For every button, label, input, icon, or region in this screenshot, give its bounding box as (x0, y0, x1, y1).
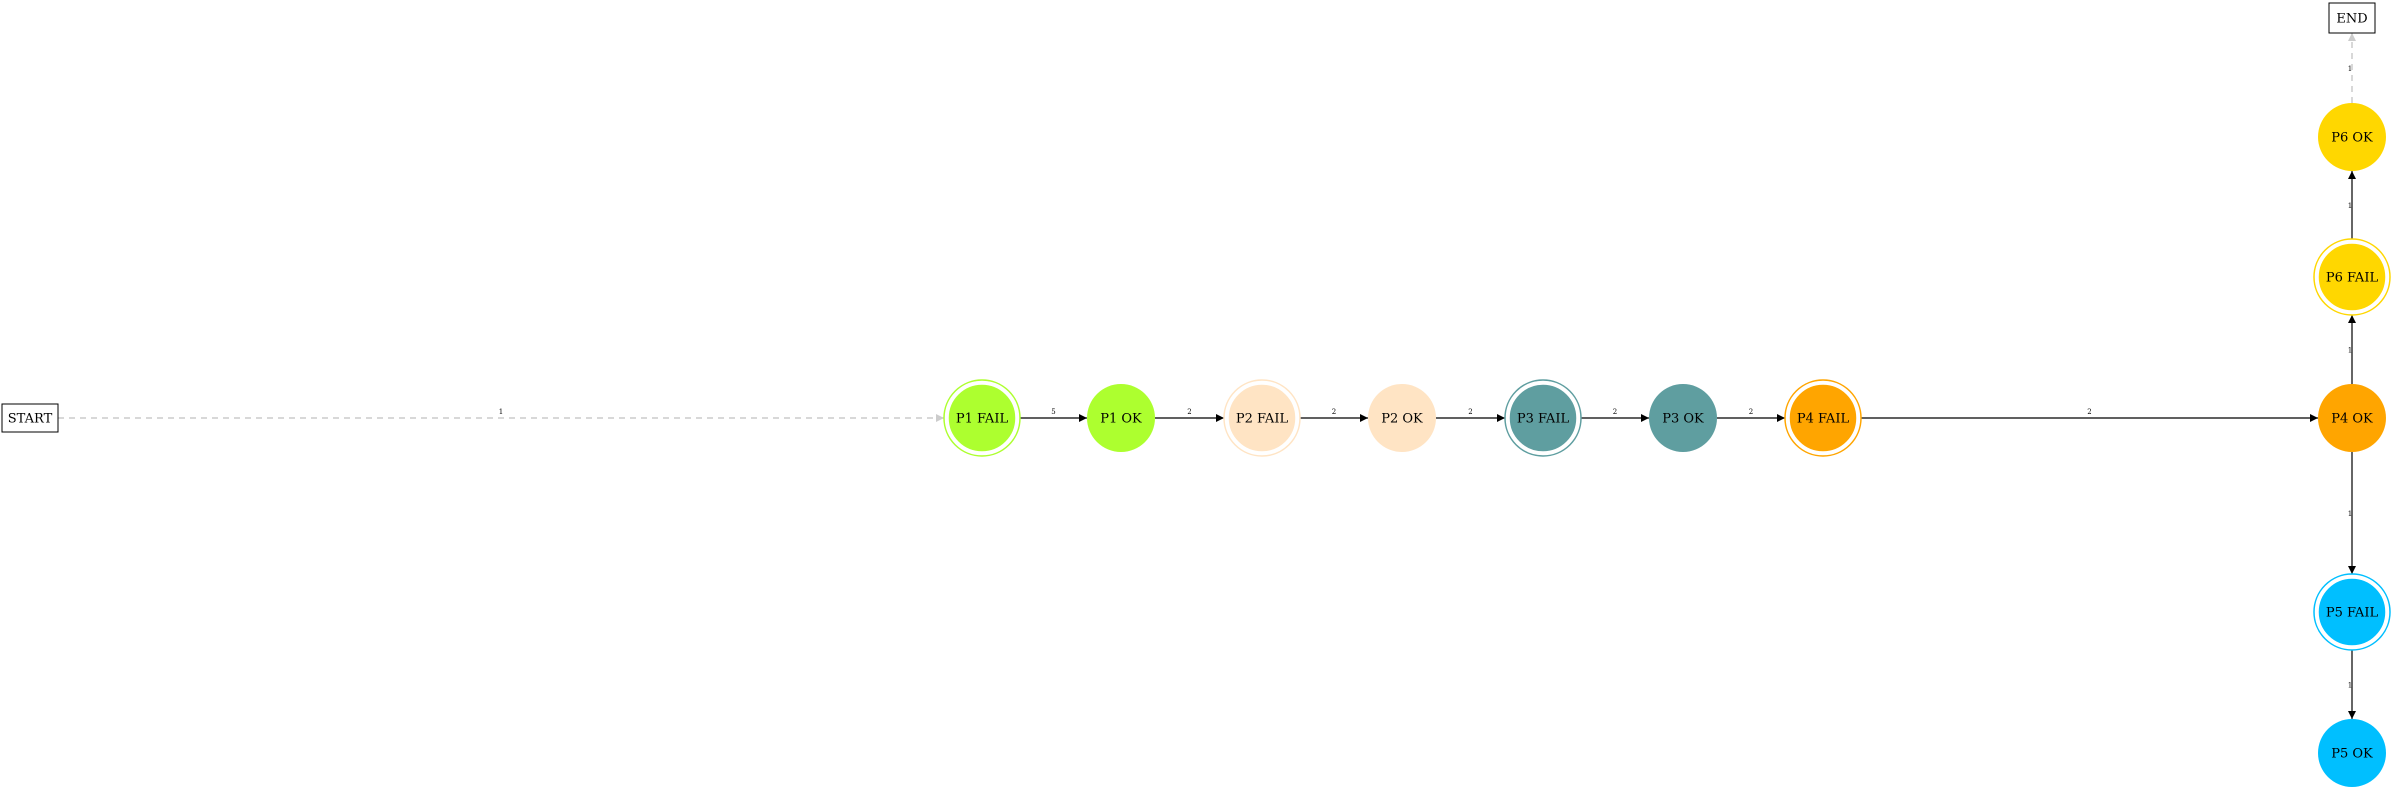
start-label: START (8, 412, 53, 427)
edge-weight-label: 2 (1187, 408, 1191, 416)
edge-p6fail-p6ok: 1 (2348, 171, 2356, 239)
start-box-frame (1, 403, 59, 433)
node-label: P2 OK (1381, 412, 1423, 427)
node-label: P5 OK (2331, 747, 2373, 762)
edge-weight-label: 1 (2348, 347, 2352, 355)
node-p5fail: P5 FAIL (2313, 573, 2391, 651)
edge-p1fail-p1ok: 5 (1020, 408, 1087, 422)
edge-weight-label: 2 (2087, 408, 2091, 416)
edge-weight-label: 2 (1613, 408, 1617, 416)
edge-weight-label: 1 (2348, 510, 2352, 518)
node-circle (1368, 384, 1436, 452)
node-label: P6 FAIL (2326, 271, 2379, 286)
node-circle (2317, 242, 2387, 312)
node-outer-ring (943, 379, 1021, 457)
node-label: P3 OK (1662, 412, 1704, 427)
edge-p5fail-p5ok: 1 (2348, 650, 2356, 719)
node-circle (1087, 384, 1155, 452)
end-box-frame (2328, 2, 2376, 34)
node-outer-ring (1504, 379, 1582, 457)
node-p3fail: P3 FAIL (1504, 379, 1582, 457)
node-p6ok: P6 OK (2318, 103, 2386, 171)
edge-p3fail-p3ok: 2 (1581, 408, 1649, 422)
edge-p2fail-p2ok: 2 (1300, 408, 1368, 422)
node-circle (1227, 383, 1297, 453)
node-outer-ring (1223, 379, 1301, 457)
edge-weight-label: 1 (2348, 65, 2352, 73)
edge-weight-label: 1 (499, 408, 503, 416)
edge-weight-label: 2 (1468, 408, 1472, 416)
node-p5ok: P5 OK (2318, 719, 2386, 787)
edge-p6ok-end: 1 (2348, 33, 2356, 103)
node-p2fail: P2 FAIL (1223, 379, 1301, 457)
node-label: P6 OK (2331, 131, 2373, 146)
edge-weight-label: 2 (1332, 408, 1336, 416)
edges-layer: 1 5 2 2 2 2 2 2 1 1 1 1 1 (58, 33, 2356, 719)
node-circle (1788, 383, 1858, 453)
node-label: P1 OK (1100, 412, 1142, 427)
end-box: END (2328, 2, 2376, 34)
node-p2ok: P2 OK (1368, 384, 1436, 452)
node-label: P2 FAIL (1236, 412, 1289, 427)
node-circle (2318, 103, 2386, 171)
start-box: START (1, 403, 59, 433)
node-p6fail: P6 FAIL (2313, 238, 2391, 316)
node-p4ok: P4 OK (2318, 384, 2386, 452)
node-p1ok: P1 OK (1087, 384, 1155, 452)
node-circle (1508, 383, 1578, 453)
edge-weight-label: 2 (1749, 408, 1753, 416)
node-circle (1649, 384, 1717, 452)
edge-weight-label: 1 (2348, 682, 2352, 690)
node-label: P5 FAIL (2326, 606, 2379, 621)
node-outer-ring (2313, 238, 2391, 316)
node-p3ok: P3 OK (1649, 384, 1717, 452)
node-outer-ring (1784, 379, 1862, 457)
node-circle (2318, 719, 2386, 787)
edge-start-p1fail: 1 (58, 408, 944, 422)
edge-p4ok-p5fail: 1 (2348, 452, 2356, 574)
node-label: P4 OK (2331, 412, 2373, 427)
edge-p4fail-p4ok: 2 (1861, 408, 2318, 422)
node-circle (2318, 384, 2386, 452)
edge-p3ok-p4fail: 2 (1717, 408, 1785, 422)
node-label: P4 FAIL (1797, 412, 1850, 427)
edge-p1ok-p2fail: 2 (1155, 408, 1224, 422)
node-label: P3 FAIL (1517, 412, 1570, 427)
edge-weight-label: 1 (2348, 202, 2352, 210)
edge-p4ok-p6fail: 1 (2348, 315, 2356, 384)
end-label: END (2336, 12, 2367, 27)
node-circle (947, 383, 1017, 453)
node-p1fail: P1 FAIL (943, 379, 1021, 457)
node-outer-ring (2313, 573, 2391, 651)
node-p4fail: P4 FAIL (1784, 379, 1862, 457)
edge-p2ok-p3fail: 2 (1436, 408, 1505, 422)
node-circle (2317, 577, 2387, 647)
node-label: P1 FAIL (956, 412, 1009, 427)
edge-weight-label: 5 (1051, 408, 1055, 416)
